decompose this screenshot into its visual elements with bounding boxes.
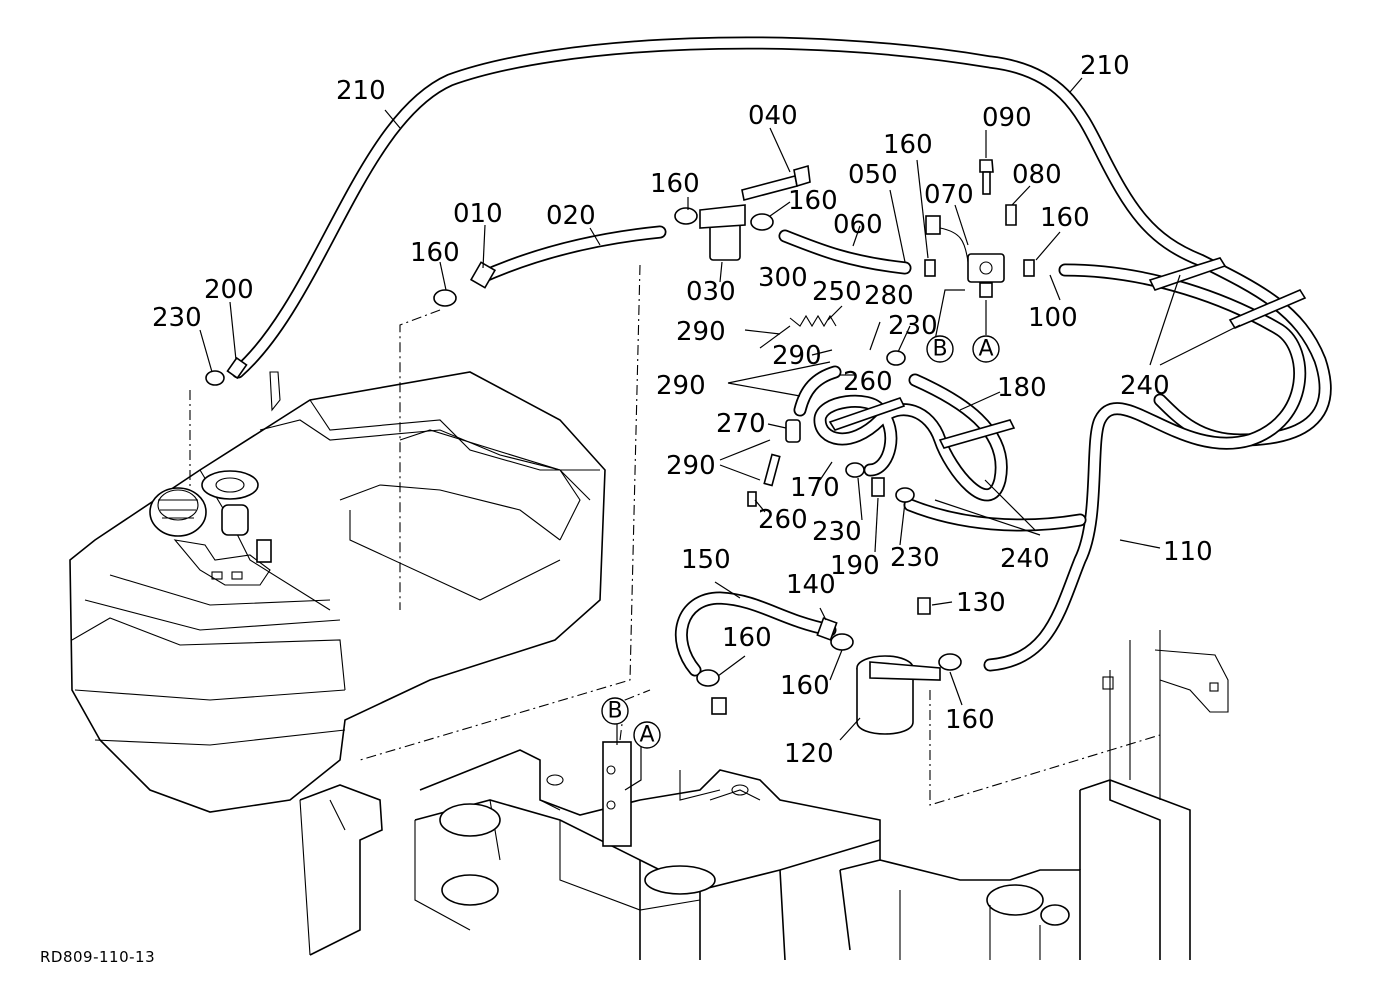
callout-290-a: 290 <box>676 317 726 347</box>
reference-marker-b-lower: B <box>601 697 629 725</box>
reference-marker-b-upper: B <box>926 335 954 363</box>
callout-160-hose-150: 160 <box>722 623 772 653</box>
callout-160-lower-right: 160 <box>945 705 995 735</box>
hose-lines <box>231 36 1332 677</box>
marker-b-lower-label: B <box>607 699 622 724</box>
callout-160-lower-left: 160 <box>780 671 830 701</box>
callout-290-b: 290 <box>772 341 822 371</box>
callout-230-left: 230 <box>152 303 202 333</box>
reference-marker-a-upper: A <box>972 335 1000 363</box>
callout-280: 280 <box>864 281 914 311</box>
callout-160-left: 160 <box>410 238 460 268</box>
callout-190: 190 <box>830 551 880 581</box>
callout-050: 050 <box>848 160 898 190</box>
callout-300: 300 <box>758 263 808 293</box>
callout-020: 020 <box>546 201 596 231</box>
callout-160-pump-right: 160 <box>1040 203 1090 233</box>
marker-a-lower-label: A <box>639 723 654 748</box>
callout-130: 130 <box>956 588 1006 618</box>
callout-010: 010 <box>453 199 503 229</box>
callout-260-lower: 260 <box>758 505 808 535</box>
components <box>205 159 1307 735</box>
callout-290-d: 290 <box>666 451 716 481</box>
callout-160-filter-right: 160 <box>788 186 838 216</box>
callout-140: 140 <box>786 570 836 600</box>
callout-160-filter-left: 160 <box>650 169 700 199</box>
callout-240-lower: 240 <box>1000 544 1050 574</box>
callout-080: 080 <box>1012 160 1062 190</box>
callout-250: 250 <box>812 277 862 307</box>
callout-labels: 210 210 040 090 160 050 080 160 160 070 … <box>152 51 1213 769</box>
callout-110: 110 <box>1163 537 1213 567</box>
callout-210-right: 210 <box>1080 51 1130 81</box>
callout-100: 100 <box>1028 303 1078 333</box>
callout-260-upper: 260 <box>843 367 893 397</box>
leader-lines <box>199 77 1241 791</box>
machine-frame <box>299 630 1229 961</box>
fuel-tank <box>69 371 606 813</box>
callout-070: 070 <box>924 180 974 210</box>
diagram-code: RD809-110-13 <box>40 948 155 966</box>
callout-040: 040 <box>748 101 798 131</box>
callout-060: 060 <box>833 210 883 240</box>
callout-150: 150 <box>681 545 731 575</box>
callout-240-right: 240 <box>1120 371 1170 401</box>
reference-marker-a-lower: A <box>633 721 661 749</box>
routing-lines <box>189 264 1161 806</box>
callout-290-c: 290 <box>656 371 706 401</box>
marker-b-upper-label: B <box>932 337 947 362</box>
callout-090: 090 <box>982 103 1032 133</box>
callout-160-top: 160 <box>883 130 933 160</box>
callout-230-mid: 230 <box>812 517 862 547</box>
callout-030: 030 <box>686 277 736 307</box>
callout-270: 270 <box>716 409 766 439</box>
marker-a-upper-label: A <box>978 337 993 362</box>
callout-120: 120 <box>784 739 834 769</box>
callout-230-upper: 230 <box>888 311 938 341</box>
callout-180: 180 <box>997 373 1047 403</box>
callout-230-right: 230 <box>890 543 940 573</box>
callout-200: 200 <box>204 275 254 305</box>
callout-170: 170 <box>790 473 840 503</box>
callout-210-left: 210 <box>336 76 386 106</box>
